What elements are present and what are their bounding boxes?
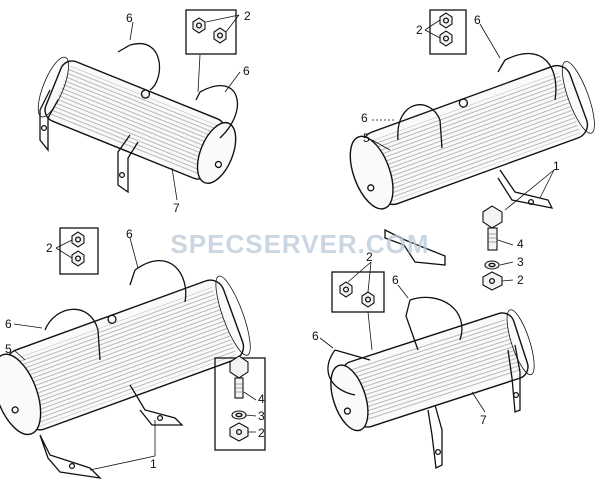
label-c-4: 4 <box>258 392 265 406</box>
bracket-b2 <box>384 228 446 266</box>
watermark-text: SPECSERVER.COM <box>170 229 429 259</box>
label-b-2: 2 <box>416 23 423 37</box>
receiver-tank-b <box>349 61 595 210</box>
label-b-2-low: 2 <box>517 273 524 287</box>
label-b-5: 5 <box>363 131 370 145</box>
hose-c2 <box>44 308 99 331</box>
label-c-2-low: 2 <box>258 426 265 440</box>
label-a-6-right: 6 <box>243 64 250 78</box>
bracket-a2 <box>117 134 139 194</box>
label-c-6-top: 6 <box>126 227 133 241</box>
assembly-bottom-left: 2 6 6 5 4 3 2 1 <box>0 227 266 479</box>
bracket-a1 <box>39 89 59 152</box>
nuts-box-c <box>59 227 99 275</box>
receiver-tank-a <box>37 56 237 184</box>
hose-d2 <box>327 349 356 396</box>
label-c-5: 5 <box>5 342 12 356</box>
nuts-box-b <box>429 9 467 55</box>
hose-b1 <box>504 53 557 101</box>
bracket-c1 <box>129 384 184 426</box>
label-d-7: 7 <box>480 413 487 427</box>
assembly-top-left: 6 2 6 7 <box>37 9 251 215</box>
label-d-6-top: 6 <box>392 273 399 287</box>
bracket-d2 <box>427 404 443 469</box>
hose-b2 <box>397 104 441 141</box>
label-c-3: 3 <box>258 409 265 423</box>
hose-c1 <box>134 259 187 303</box>
nuts-box-d <box>331 271 385 313</box>
label-b-6-left: 6 <box>361 111 368 125</box>
bracket-d1 <box>507 344 521 413</box>
label-d-2: 2 <box>366 250 373 264</box>
label-a-6-top: 6 <box>126 11 133 25</box>
label-a-2: 2 <box>244 9 251 23</box>
label-c-1: 1 <box>150 457 157 471</box>
bracket-c2 <box>39 434 102 479</box>
label-b-4: 4 <box>517 237 524 251</box>
label-c-6-left: 6 <box>5 317 12 331</box>
bolt-stack-c <box>214 355 266 451</box>
receiver-tank-c <box>0 275 251 436</box>
nuts-box-a <box>185 9 237 55</box>
label-c-2: 2 <box>46 241 53 255</box>
assembly-top-right: 2 6 6 5 1 4 3 2 <box>349 9 595 291</box>
label-b-6-top: 6 <box>474 13 481 27</box>
receiver-tank-d <box>330 309 535 432</box>
label-b-3: 3 <box>517 255 524 269</box>
bracket-b1 <box>497 169 554 209</box>
label-b-1: 1 <box>553 159 560 173</box>
hose-a1 <box>129 42 161 91</box>
bolt-stack-b <box>482 205 503 291</box>
hose-d1 <box>409 296 463 341</box>
label-d-6-left: 6 <box>312 329 319 343</box>
label-a-7: 7 <box>173 201 180 215</box>
hose-a2 <box>199 85 239 139</box>
assembly-bottom-right: 2 6 6 7 <box>312 250 535 469</box>
